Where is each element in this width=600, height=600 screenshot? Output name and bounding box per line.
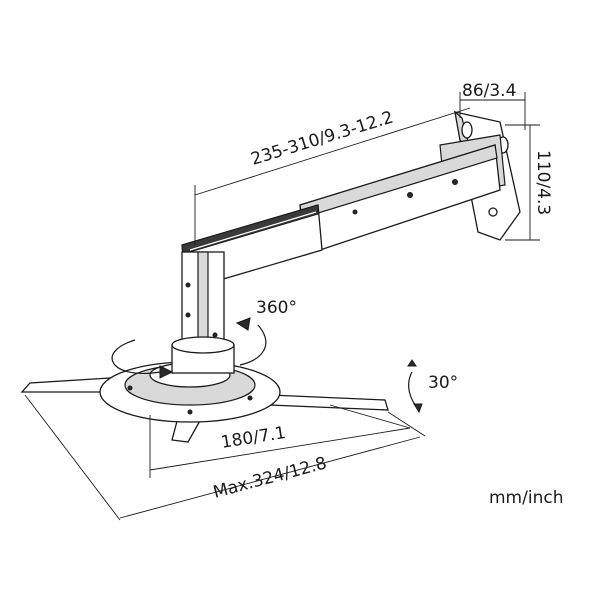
rotation-arrow-left xyxy=(111,339,161,374)
units-label: mm/inch xyxy=(489,488,563,508)
max-span-label: Max.324/12.8 xyxy=(211,453,329,502)
vertical-pole xyxy=(181,251,225,353)
tilt-label: 30° xyxy=(428,373,458,393)
plate-span-label: 180/7.1 xyxy=(220,423,288,453)
bracket-height-label: 110/4.3 xyxy=(533,150,553,215)
rotation-arrow-right xyxy=(239,324,267,366)
extension-arm xyxy=(181,144,501,291)
rotation-arrowhead xyxy=(235,317,251,331)
bracket-depth-label: 86/3.4 xyxy=(462,81,516,101)
tilt-arrow-icon xyxy=(407,359,423,414)
rotation-arrowhead-2 xyxy=(159,365,174,379)
rotation-label: 360° xyxy=(256,298,297,318)
dimension-lines xyxy=(24,92,540,521)
ceiling-plate xyxy=(20,336,389,443)
